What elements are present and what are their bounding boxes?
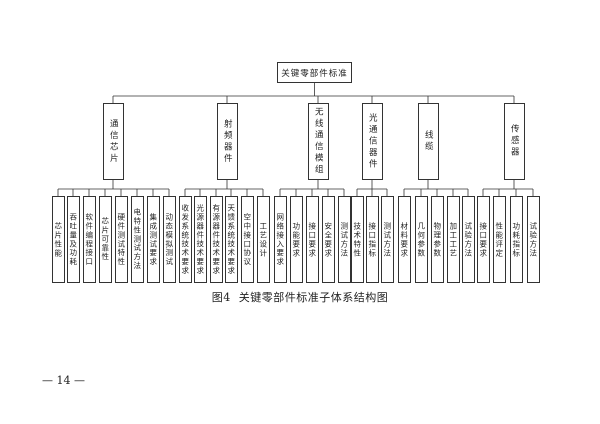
leaf-item-box: 芯片可靠性 <box>98 196 112 283</box>
leaf-item-box: 加工工艺 <box>446 196 460 283</box>
leaf-item-label: 材料要求 <box>399 221 409 258</box>
leaf-item-label: 网络接入要求 <box>275 212 285 267</box>
category-label: 线缆 <box>423 130 434 153</box>
page-number: — 14 — <box>42 374 85 387</box>
leaf-item-box: 芯片性能 <box>51 196 65 283</box>
leaf-item-label: 芯片性能 <box>53 221 63 258</box>
leaf-item-label: 性能评定 <box>494 221 504 258</box>
leaf-item-box: 接口指标 <box>365 196 379 283</box>
leaf-item-label: 试验方法 <box>463 221 473 258</box>
leaf-item-box: 功能要求 <box>289 196 303 283</box>
leaf-item-label: 天馈系统技术要求 <box>226 203 236 276</box>
leaf-item-box: 测试方法 <box>337 196 351 283</box>
leaf-item-box: 性能评定 <box>492 196 506 283</box>
category-label: 传感器 <box>509 124 520 159</box>
leaf-item-box: 空中接口协议 <box>240 196 254 283</box>
leaf-item-label: 试验方法 <box>528 221 538 258</box>
leaf-item-label: 芯片可靠性 <box>100 217 110 262</box>
leaf-item-label: 接口要求 <box>307 221 317 258</box>
leaf-item-box: 物理参数 <box>430 196 444 283</box>
category-label: 无线通信模组 <box>313 107 324 176</box>
leaf-item-box: 硬件测试特性 <box>114 196 128 283</box>
figure-caption: 图4 关键零部件标准子体系结构图 <box>211 291 389 304</box>
leaf-item-label: 加工工艺 <box>448 221 458 258</box>
leaf-item-box: 光源器件技术要求 <box>193 196 207 283</box>
root-box: 关键零部件标准 <box>277 62 352 83</box>
leaf-item-label: 集成测试要求 <box>148 212 158 267</box>
leaf-item-box: 动态模拟测试 <box>162 196 176 283</box>
category-box: 通信芯片 <box>102 103 124 180</box>
leaf-item-box: 材料要求 <box>397 196 411 283</box>
leaf-item-label: 功耗指标 <box>511 221 521 258</box>
leaf-item-label: 吞吐量及功耗 <box>68 212 78 267</box>
leaf-item-label: 动态模拟测试 <box>164 212 174 267</box>
leaf-item-label: 空中接口协议 <box>242 212 252 267</box>
category-box: 线缆 <box>417 103 439 180</box>
leaf-item-box: 几何参数 <box>414 196 428 283</box>
leaf-item-box: 试验方法 <box>526 196 540 283</box>
leaf-item-label: 安全要求 <box>323 221 333 258</box>
leaf-item-box: 软件编程接口 <box>82 196 96 283</box>
root-label: 关键零部件标准 <box>281 68 348 79</box>
leaf-item-box: 安全要求 <box>321 196 335 283</box>
leaf-item-label: 技术特性 <box>352 221 362 258</box>
category-box: 光通信器件 <box>361 103 383 180</box>
leaf-item-label: 物理参数 <box>432 221 442 258</box>
leaf-item-label: 电特性测试方法 <box>132 208 142 271</box>
leaf-item-box: 试验方法 <box>461 196 475 283</box>
leaf-item-box: 集成测试要求 <box>146 196 160 283</box>
leaf-item-box: 网络接入要求 <box>273 196 287 283</box>
category-box: 传感器 <box>503 103 525 180</box>
leaf-item-label: 接口要求 <box>478 221 488 258</box>
leaf-item-label: 硬件测试特性 <box>116 212 126 267</box>
leaf-item-label: 有源器件技术要求 <box>211 203 221 276</box>
leaf-item-label: 接口指标 <box>367 221 377 258</box>
leaf-item-label: 工艺设计 <box>258 221 268 258</box>
leaf-item-label: 软件编程接口 <box>84 212 94 267</box>
leaf-item-box: 接口要求 <box>476 196 490 283</box>
leaf-item-box: 电特性测试方法 <box>130 196 144 283</box>
leaf-item-box: 功耗指标 <box>509 196 523 283</box>
leaf-item-box: 吞吐量及功耗 <box>66 196 80 283</box>
leaf-item-label: 几何参数 <box>416 221 426 258</box>
leaf-item-label: 光源器件技术要求 <box>195 203 205 276</box>
leaf-item-box: 工艺设计 <box>256 196 270 283</box>
leaf-item-label: 收发系统技术要求 <box>180 203 190 276</box>
leaf-item-label: 测试方法 <box>382 221 392 258</box>
leaf-item-label: 功能要求 <box>291 221 301 258</box>
leaf-item-box: 天馈系统技术要求 <box>224 196 238 283</box>
category-label: 通信芯片 <box>108 118 119 165</box>
category-box: 无线通信模组 <box>307 103 329 180</box>
leaf-item-label: 测试方法 <box>339 221 349 258</box>
leaf-item-box: 有源器件技术要求 <box>209 196 223 283</box>
leaf-item-box: 收发系统技术要求 <box>178 196 192 283</box>
leaf-item-box: 测试方法 <box>380 196 394 283</box>
category-box: 射频器件 <box>216 103 238 180</box>
category-label: 光通信器件 <box>367 112 378 171</box>
category-label: 射频器件 <box>222 118 233 165</box>
leaf-item-box: 接口要求 <box>305 196 319 283</box>
leaf-item-box: 技术特性 <box>350 196 364 283</box>
